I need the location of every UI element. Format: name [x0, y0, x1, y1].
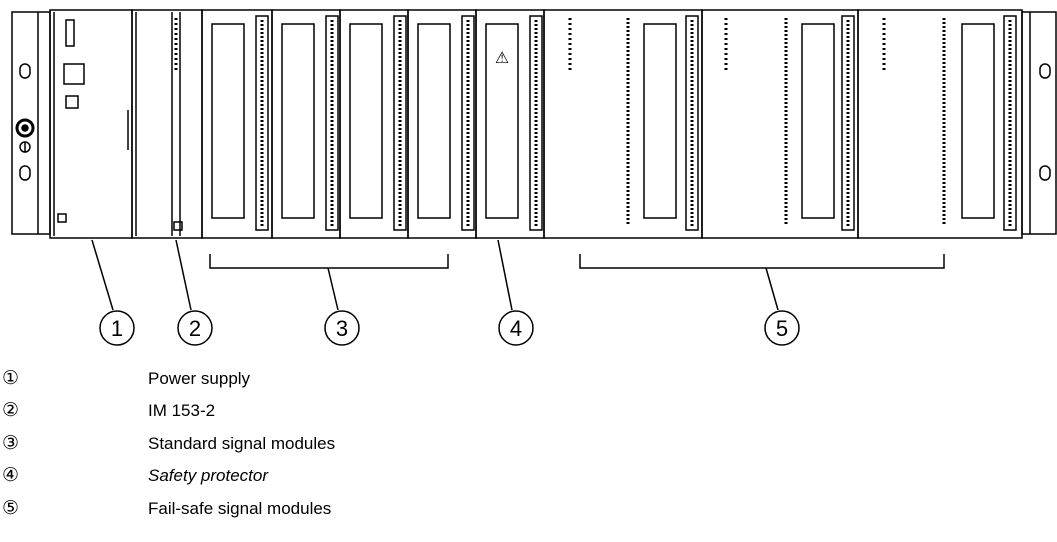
- legend-marker: ①: [2, 368, 20, 389]
- legend-marker: ④: [2, 465, 20, 486]
- legend-item: ① Power supply: [0, 366, 1057, 392]
- power-supply-module: [49, 9, 133, 239]
- legend-item: ③ Standard signal modules: [0, 431, 1057, 457]
- legend-label: Power supply: [148, 369, 251, 388]
- callout-number-4: 4: [510, 316, 522, 341]
- rack-diagram: ⚠ 1 2 3 4 5: [11, 9, 1057, 346]
- leader-line-5: [765, 267, 779, 311]
- callout-number-1: 1: [111, 316, 123, 341]
- rail-right: [1021, 11, 1057, 235]
- leader-line-3: [327, 267, 339, 311]
- standard-signal-module: [201, 9, 273, 239]
- callout-circle-2: [177, 310, 213, 346]
- socket-icon: [15, 118, 35, 138]
- bracket-fail-safe-modules: [579, 254, 945, 269]
- standard-signal-module: [271, 9, 341, 239]
- standard-signal-module: [339, 9, 409, 239]
- ground-icon: [19, 141, 31, 153]
- legend-marker: ③: [2, 433, 20, 454]
- fail-safe-signal-module: [857, 9, 1023, 239]
- fail-safe-signal-module: [543, 9, 703, 239]
- leader-line-4: [497, 239, 513, 311]
- callout-circle-1: [99, 310, 135, 346]
- callout-circle-3: [324, 310, 360, 346]
- callout-circle-5: [764, 310, 800, 346]
- im-153-2-module: [131, 9, 203, 239]
- legend-label: Standard signal modules: [148, 434, 336, 453]
- warning-triangle-icon: ⚠: [495, 50, 509, 67]
- legend-label: IM 153-2: [148, 401, 216, 420]
- legend-marker: ②: [2, 400, 20, 421]
- fail-safe-signal-module: [701, 9, 859, 239]
- legend-item: ② IM 153-2: [0, 398, 1057, 424]
- leader-line-1: [91, 239, 114, 311]
- callout-circle-4: [498, 310, 534, 346]
- standard-signal-module: [407, 9, 477, 239]
- legend-label: Safety protector: [148, 466, 269, 485]
- bracket-standard-modules: [209, 254, 449, 269]
- callout-number-2: 2: [189, 316, 201, 341]
- legend-label: Fail-safe signal modules: [148, 499, 332, 518]
- safety-protector-module: [475, 9, 545, 239]
- legend-item: ④ Safety protector: [0, 463, 1057, 489]
- leader-line-2: [175, 239, 192, 311]
- callout-number-3: 3: [336, 316, 348, 341]
- legend-item: ⑤ Fail-safe signal modules: [0, 496, 1057, 522]
- callout-number-5: 5: [776, 316, 788, 341]
- legend-marker: ⑤: [2, 498, 20, 519]
